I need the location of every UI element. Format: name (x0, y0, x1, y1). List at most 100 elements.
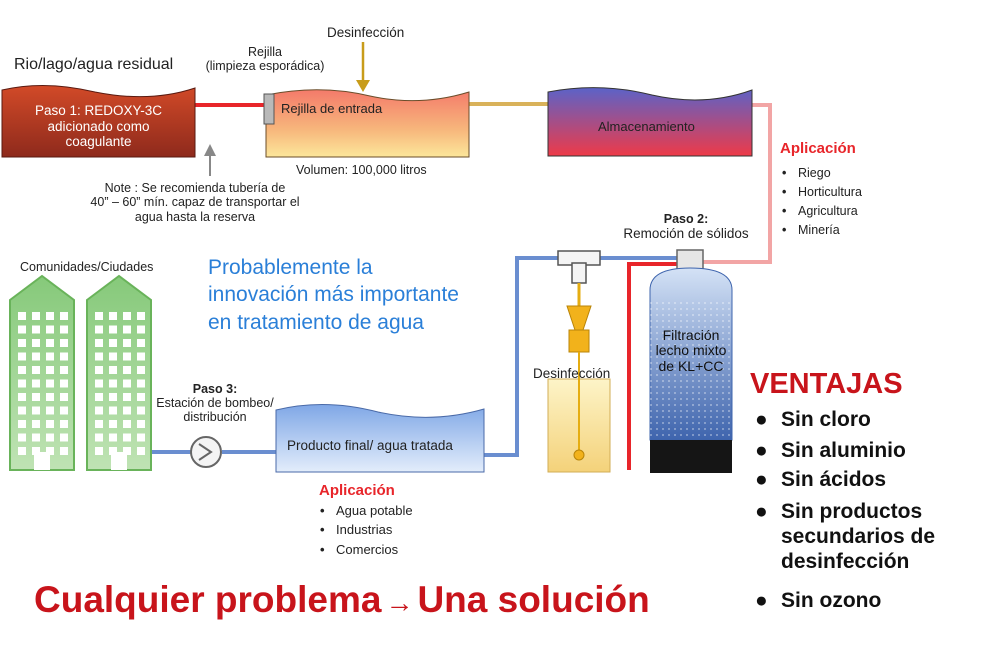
building-window (95, 433, 103, 442)
building-window (32, 312, 40, 320)
application-right-item: Agricultura (782, 204, 858, 218)
step3-line-1: Paso 3: (192, 382, 238, 396)
building-window (32, 420, 40, 428)
disinfection-mid-label: Desinfección (533, 366, 611, 381)
building-window (109, 433, 117, 442)
building-door (111, 452, 127, 470)
building-window (95, 339, 103, 347)
building-window (109, 420, 117, 428)
building-window (32, 406, 40, 415)
building-window (32, 393, 40, 401)
building-window (109, 325, 117, 334)
filter-base (650, 440, 732, 473)
building-window (109, 393, 117, 401)
building-window (18, 420, 26, 428)
product-label: Producto final/ agua tratada (287, 438, 453, 453)
building-window (137, 312, 145, 320)
product-tank (275, 403, 485, 473)
source-label: Rio/lago/agua residual (14, 56, 174, 73)
building-window (137, 366, 145, 374)
note-line-3: agua hasta la reserva (134, 209, 256, 224)
source-box-line-2: adicionado como (47, 118, 150, 134)
building-window (137, 420, 145, 428)
application-bottom-item: Comercios (320, 542, 398, 557)
building-window (46, 420, 54, 428)
filter-line-1: Filtración (662, 327, 720, 343)
source-tank (1, 85, 196, 158)
filter-line-3: de KL+CC (658, 357, 724, 374)
building-window (95, 393, 103, 401)
building-window (32, 433, 40, 442)
pump (190, 436, 222, 468)
building-window (46, 393, 54, 401)
rejilla-screen (263, 93, 275, 125)
building-window (109, 379, 117, 388)
application-right-item: Horticultura (782, 185, 862, 199)
building-window (46, 379, 54, 388)
advantage-text: Sin ozono (781, 589, 882, 612)
building-door (34, 452, 50, 470)
building-window (46, 339, 54, 347)
building-window (137, 447, 145, 455)
building-window (95, 312, 103, 320)
building-window (123, 352, 131, 361)
advantage-text: Sin aluminio (781, 439, 906, 462)
building-window (18, 352, 26, 361)
application-right-item: Riego (782, 166, 831, 180)
building-window (60, 420, 68, 428)
step3-line-2: Estación de bombeo/ (156, 396, 274, 410)
building-window (123, 366, 131, 374)
building-window (123, 433, 131, 442)
application-right-item: Minería (782, 223, 840, 237)
advantage-item: ●Sin cloro (755, 407, 980, 432)
volume-label: Volumen: 100,000 litros (296, 163, 427, 177)
rejilla-label-line-1: Rejilla (247, 45, 283, 59)
building-window (123, 420, 131, 428)
headline: Cualquier problema→Una solución (34, 579, 650, 622)
building-window (109, 406, 117, 415)
advantage-text: Sin ácidos (781, 468, 887, 491)
step2-line-2: Remoción de sólidos (623, 226, 749, 242)
building-window (60, 352, 68, 361)
advantage-item: ●Sin productos secundarios de desinfecci… (755, 499, 955, 575)
building-window (109, 447, 117, 455)
building-window (18, 433, 26, 442)
building-window (46, 366, 54, 374)
rejilla-label: Rejilla (limpieza esporádica) (200, 45, 330, 74)
building-window (46, 325, 54, 334)
building-window (137, 325, 145, 334)
application-bottom-title: Aplicación (319, 482, 395, 499)
building-window (60, 447, 68, 455)
building-window (95, 325, 103, 334)
note-line-2: 40” – 60” mín. capaz de transportar el (90, 195, 300, 210)
building-window (95, 352, 103, 361)
building-window (18, 312, 26, 320)
building-window (46, 406, 54, 415)
building-window (18, 447, 26, 455)
building-window (95, 420, 103, 428)
building-window (60, 393, 68, 401)
building-window (137, 393, 145, 401)
tagline-line-1: Probablemente la (208, 256, 373, 279)
building-window (123, 393, 131, 401)
building-window (123, 447, 131, 455)
building-window (60, 406, 68, 415)
building-window (60, 339, 68, 347)
advantage-item: ●Sin ozono (755, 588, 980, 613)
application-bottom-item: Industrias (320, 522, 392, 537)
building-window (60, 325, 68, 334)
building-window (18, 325, 26, 334)
filter-text: Filtración lecho mixto de KL+CC (646, 327, 736, 374)
building-window (95, 447, 103, 455)
building-window (109, 366, 117, 374)
building-window (32, 366, 40, 374)
building-window (46, 352, 54, 361)
building-window (18, 366, 26, 374)
source-box-text: Paso 1: REDOXY-3C adicionado como coagul… (2, 103, 195, 150)
building-window (123, 325, 131, 334)
source-box-line-3: coagulante (65, 134, 132, 150)
building-window (137, 433, 145, 442)
building-window (60, 433, 68, 442)
building-window (123, 339, 131, 347)
